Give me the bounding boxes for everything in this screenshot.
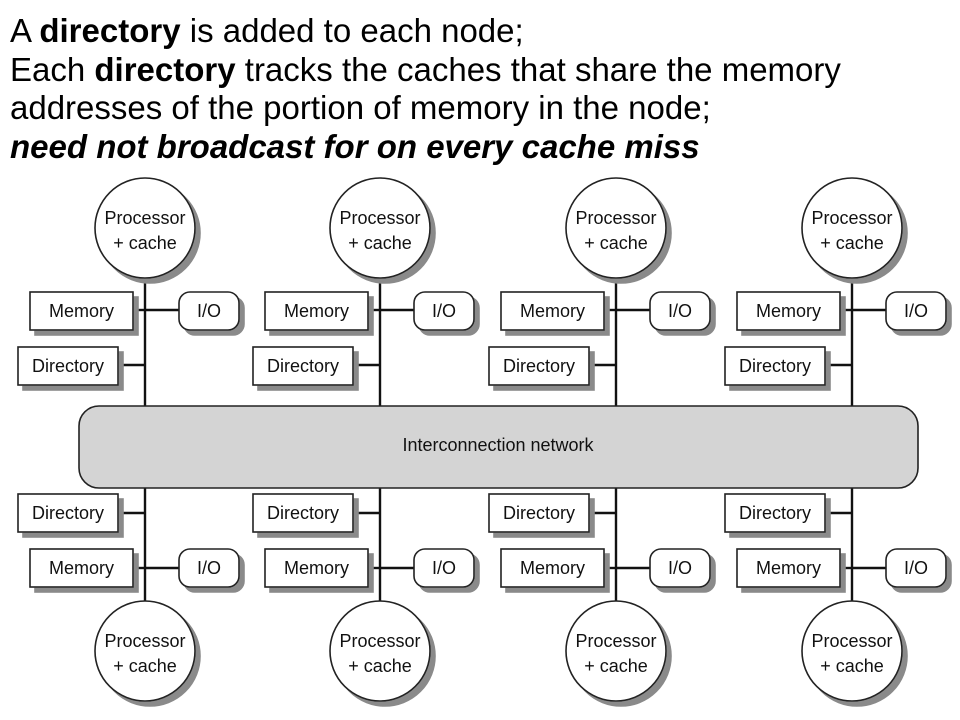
text-post: is added to each node; <box>180 12 524 49</box>
io-top-4-label: I/O <box>904 301 928 321</box>
directory-bottom-4-box <box>724 493 826 533</box>
processor-top-3-circle <box>565 177 667 279</box>
text-post: tracks the caches that share the memory … <box>10 50 841 127</box>
processor-top-1-circle <box>94 177 196 279</box>
io-bottom-2-label: I/O <box>432 558 456 578</box>
processor-top-2-label-line1: Processor <box>339 208 420 228</box>
io-bottom-1-box <box>178 548 240 588</box>
interconnection-network-label: Interconnection network <box>402 435 594 455</box>
memory-top-3-box <box>500 291 605 331</box>
io-bottom-3-label: I/O <box>668 558 692 578</box>
processor-bottom-3-label-line1: Processor <box>575 631 656 651</box>
memory-bottom-2-label: Memory <box>284 558 349 578</box>
memory-top-2-box <box>264 291 369 331</box>
directory-bottom-1-box <box>17 493 119 533</box>
io-top-3-label: I/O <box>668 301 692 321</box>
directory-top-4-box <box>724 346 826 386</box>
directory-bottom-3-label: Directory <box>503 503 575 523</box>
io-top-4-box <box>885 291 947 331</box>
memory-top-3-label: Memory <box>520 301 585 321</box>
io-top-2-box <box>413 291 475 331</box>
processor-bottom-1-circle <box>94 600 196 702</box>
memory-bottom-1-box <box>29 548 134 588</box>
directory-top-4-label: Directory <box>739 356 811 376</box>
processor-top-1-label-line2: + cache <box>113 233 177 253</box>
memory-bottom-3-box <box>500 548 605 588</box>
bullet-directory-added: A directory is added to each node; <box>10 12 950 51</box>
io-bottom-3-box <box>649 548 711 588</box>
memory-bottom-3-label: Memory <box>520 558 585 578</box>
text-pre: A <box>10 12 40 49</box>
processor-bottom-2-label-line1: Processor <box>339 631 420 651</box>
directory-top-3-label: Directory <box>503 356 575 376</box>
text-bold-directory: directory <box>39 12 181 49</box>
memory-top-4-box <box>736 291 841 331</box>
io-top-2-label: I/O <box>432 301 456 321</box>
processor-top-3-label-line2: + cache <box>584 233 648 253</box>
memory-top-4-label: Memory <box>756 301 821 321</box>
directory-top-2-box <box>252 346 354 386</box>
memory-top-1-label: Memory <box>49 301 114 321</box>
memory-bottom-1-label: Memory <box>49 558 114 578</box>
directory-top-2-label: Directory <box>267 356 339 376</box>
memory-top-2-label: Memory <box>284 301 349 321</box>
io-top-1-label: I/O <box>197 301 221 321</box>
text-pre: Each <box>10 50 95 88</box>
processor-bottom-2-circle <box>329 600 431 702</box>
io-top-3-box <box>649 291 711 331</box>
io-bottom-4-box <box>885 548 947 588</box>
directory-top-3-box <box>488 346 590 386</box>
processor-bottom-4-label-line1: Processor <box>811 631 892 651</box>
processor-top-4-label-line2: + cache <box>820 233 884 253</box>
memory-top-1-box <box>29 291 134 331</box>
processor-bottom-2-label-line2: + cache <box>348 656 412 676</box>
memory-bottom-4-label: Memory <box>756 558 821 578</box>
bullet-no-broadcast: need not broadcast for on every cache mi… <box>10 127 700 165</box>
io-bottom-4-label: I/O <box>904 558 928 578</box>
processor-top-1-label-line1: Processor <box>104 208 185 228</box>
directory-bottom-2-box <box>252 493 354 533</box>
processor-top-3-label-line1: Processor <box>575 208 656 228</box>
bullet-directory-tracks: Each directory tracks the caches that sh… <box>10 51 950 128</box>
processor-top-4-circle <box>801 177 903 279</box>
processor-bottom-3-circle <box>565 600 667 702</box>
directory-bottom-1-label: Directory <box>32 503 104 523</box>
directory-top-1-box <box>17 346 119 386</box>
io-bottom-2-box <box>413 548 475 588</box>
processor-bottom-3-label-line2: + cache <box>584 656 648 676</box>
io-bottom-1-label: I/O <box>197 558 221 578</box>
memory-bottom-2-box <box>264 548 369 588</box>
processor-bottom-4-circle <box>801 600 903 702</box>
processor-top-4-label-line1: Processor <box>811 208 892 228</box>
directory-bottom-4-label: Directory <box>739 503 811 523</box>
interconnection-network <box>78 405 919 489</box>
text-bold-directory: directory <box>94 50 236 88</box>
memory-bottom-4-box <box>736 548 841 588</box>
directory-top-1-label: Directory <box>32 356 104 376</box>
directory-bottom-2-label: Directory <box>267 503 339 523</box>
processor-top-2-circle <box>329 177 431 279</box>
directory-bottom-3-box <box>488 493 590 533</box>
io-top-1-box <box>178 291 240 331</box>
processor-bottom-1-label-line1: Processor <box>104 631 185 651</box>
slide-text: A directory is added to each node; Each … <box>10 12 950 166</box>
processor-bottom-1-label-line2: + cache <box>113 656 177 676</box>
processor-bottom-4-label-line2: + cache <box>820 656 884 676</box>
processor-top-2-label-line2: + cache <box>348 233 412 253</box>
